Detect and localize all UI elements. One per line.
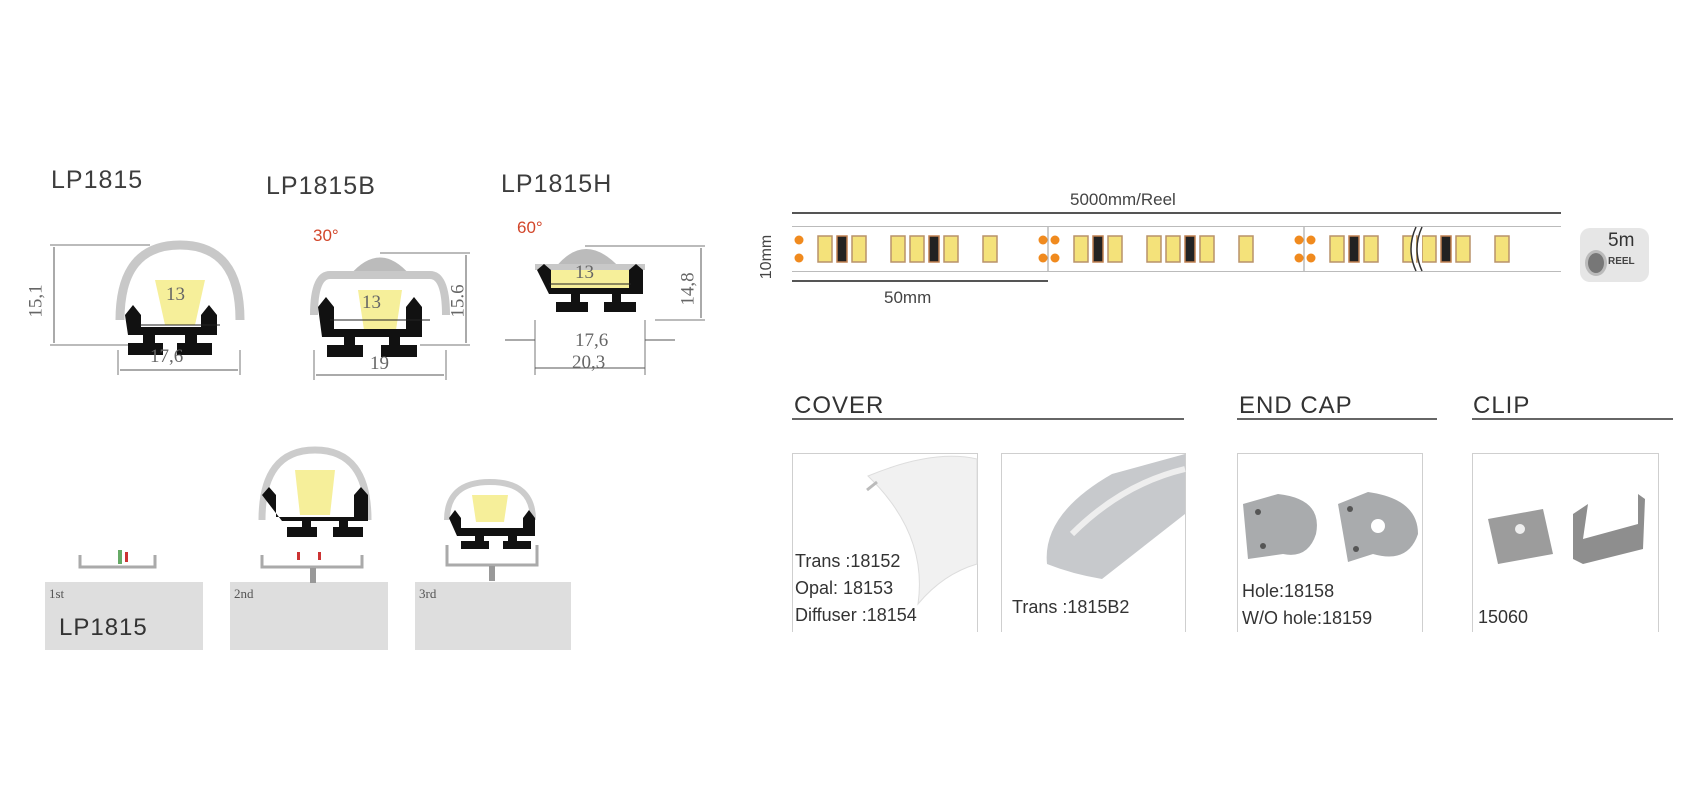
led-chip [982,235,998,263]
cover-heading: COVER [794,392,885,419]
lp1815h-inner-dim: 13 [575,262,594,283]
beam-angle-60: 60° [517,218,543,237]
lp1815-height-dim: 15,1 [25,284,47,318]
beam-angle-30: 30° [313,226,339,245]
strip-length-dimension-line [792,212,1561,214]
resistor [1348,235,1360,263]
end-cap-image-icon [1243,492,1418,562]
solder-pad [1038,235,1048,245]
cover-card-opal: Trans :18152 Opal: 18153 Diffuser :18154 [792,453,978,632]
break-mark [1410,226,1423,272]
solder-pad [1050,253,1060,263]
profile-title-lp1815b: LP1815B [266,172,376,200]
clip-divider [1472,418,1673,420]
led-chip [909,235,925,263]
profile-title-lp1815: LP1815 [51,166,144,194]
install-step-1: 1st LP1815 [45,582,203,650]
clip-image-icon [1488,494,1645,564]
step-label: 3rd [419,586,437,601]
solder-pad [794,235,804,245]
reel-icon [1585,250,1607,276]
reel-length: 5m [1608,230,1635,251]
clip-heading: CLIP [1473,392,1531,419]
install-step-3: 3rd [415,582,571,650]
solder-pad [1294,235,1304,245]
led-chip [1363,235,1379,263]
solder-pad [1306,235,1316,245]
led-chip [1073,235,1089,263]
led-chip [1107,235,1123,263]
led-chip [817,235,833,263]
lp1815-inner-dim: 13 [166,284,185,305]
cover-card-1815b2: Trans :1815B2 [1001,453,1186,632]
cover-divider [792,418,1184,420]
reel-unit: REEL [1608,256,1635,267]
clip-code: 15060 [1478,607,1529,627]
end-cap-divider [1237,418,1437,420]
led-chip [943,235,959,263]
step-label: 2nd [234,586,254,601]
led-strip-chips [794,226,1510,272]
segment-dimension-line [792,280,1048,282]
cover-1815b2-code: Trans :1815B2 [1012,597,1130,617]
installation-drawings [78,446,539,583]
resistor [1184,235,1196,263]
solder-pad [1050,235,1060,245]
profile-lp1815-drawing [50,240,245,375]
segment-length-label: 50mm [884,288,932,307]
solder-pad [1294,253,1304,263]
cover-image-icon [866,455,978,606]
led-chip [1146,235,1162,263]
led-chip [1238,235,1254,263]
cover-codes: Trans :18152 Opal: 18153 Diffuser :18154 [795,548,917,629]
end-cap-no-hole-code: W/O hole:18159 [1242,608,1373,628]
lp1815h-outer-dim: 20,3 [572,352,606,373]
end-cap-card: Hole:18158 W/O hole:18159 [1237,453,1423,632]
resistor [836,235,848,263]
resistor [1092,235,1104,263]
cover-opal-code: Opal: 18153 [795,578,894,598]
lp1815b-inner-dim: 13 [362,292,381,313]
cover-trans-code: Trans :18152 [795,551,901,571]
lp1815b-width-dim: 19 [370,353,389,374]
install-profile-label: LP1815 [59,614,148,641]
lp1815h-height-dim: 14,8 [677,272,699,306]
lp1815b-height-dim: 15.6 [447,284,469,318]
profile-lp1815b-drawing [310,252,470,380]
led-strip [792,226,1561,272]
solder-pad [794,253,804,263]
resistor [1440,235,1452,263]
cover-diffuser-code: Diffuser :18154 [795,605,917,625]
lp1815h-width-dim: 17,6 [575,330,609,351]
led-chip [1455,235,1471,263]
clip-card: 15060 [1472,453,1659,632]
end-cap-codes: Hole:18158 W/O hole:18159 [1242,578,1372,632]
solder-pad [1306,253,1316,263]
led-chip [1165,235,1181,263]
strip-width-label: 10mm [758,234,776,280]
install-step-2: 2nd [230,582,388,650]
led-chip [1494,235,1510,263]
solder-pad [1038,253,1048,263]
led-chip [1199,235,1215,263]
led-chip [1421,235,1437,263]
profile-title-lp1815h: LP1815H [501,170,613,198]
end-cap-hole-code: Hole:18158 [1242,581,1335,601]
strip-length-label: 5000mm/Reel [1070,190,1176,209]
step-label: 1st [49,586,65,601]
end-cap-heading: END CAP [1239,392,1353,419]
cover-image-icon [1046,454,1186,579]
profile-lp1815h-drawing [505,245,705,375]
reel-badge: 5m REEL [1580,228,1649,282]
lp1815-width-dim: 17,6 [150,346,184,367]
resistor [928,235,940,263]
led-chip [851,235,867,263]
led-chip [890,235,906,263]
led-chip [1329,235,1345,263]
